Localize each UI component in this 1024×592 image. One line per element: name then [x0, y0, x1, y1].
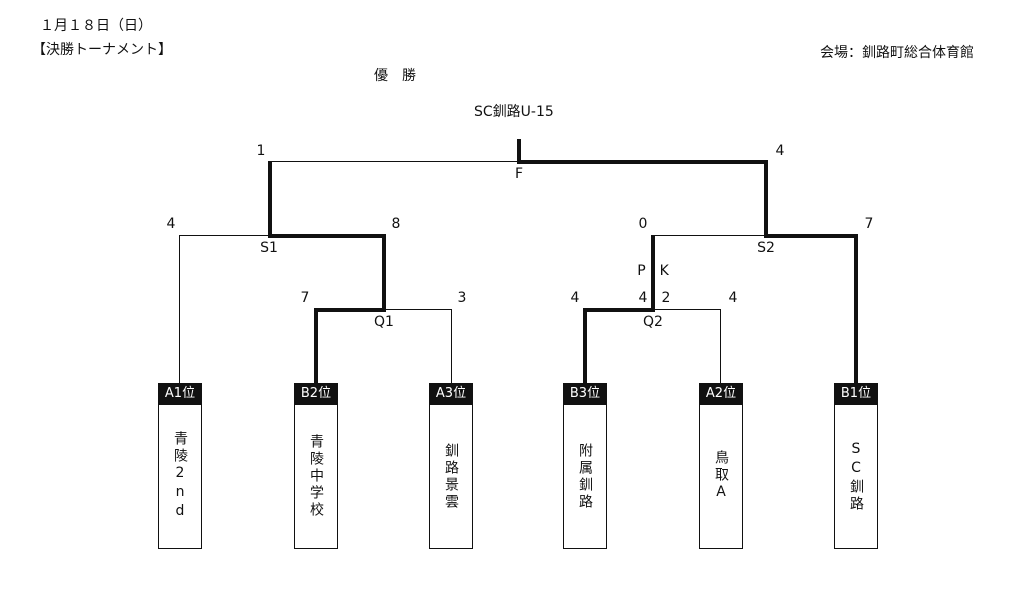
final-right-drop: [764, 160, 768, 237]
team-rank: A2位: [699, 383, 743, 405]
final-right-bar: [517, 160, 768, 164]
final-left-drop: [268, 161, 272, 237]
q1-left-bar: [314, 308, 386, 312]
q2-right-drop: [720, 309, 721, 383]
q1-right-bar: [384, 309, 452, 310]
q1-right-drop: [451, 309, 452, 383]
team-card-b1: B1位 SC釧路: [834, 383, 878, 549]
s2-code: S2: [757, 240, 775, 256]
team-rank: B2位: [294, 383, 338, 405]
champion-label: 優 勝: [374, 68, 416, 84]
team-name: 附属釧路: [577, 442, 593, 511]
final-left-bar: [270, 161, 519, 162]
team-rank: A1位: [158, 383, 202, 405]
q2-score-right: 4: [728, 290, 738, 306]
q2-code: Q2: [643, 314, 663, 330]
s1-right-drop: [382, 234, 386, 311]
champion-team: SC釧路U-15: [474, 104, 554, 120]
team-rank: B3位: [563, 383, 607, 405]
q2-pk-label: P K: [637, 263, 669, 279]
team-card-a1: A1位 青陵2nd: [158, 383, 202, 549]
s1-score-left: 4: [166, 216, 176, 232]
team-card-b3: B3位 附属釧路: [563, 383, 607, 549]
q2-right-bar: [653, 309, 721, 310]
q1-score-left: 7: [300, 290, 310, 306]
s1-score-right: 8: [391, 216, 401, 232]
s1-left-drop: [179, 235, 180, 383]
team-card-b2: B2位 青陵中学校: [294, 383, 338, 549]
team-name: 釧路景雲: [443, 442, 459, 511]
team-name: 青陵中学校: [308, 434, 324, 519]
venue: 会場：釧路町総合体育館: [820, 45, 974, 61]
team-card-a3: A3位 釧路景雲: [429, 383, 473, 549]
q2-pk-right: 2: [661, 290, 671, 306]
q1-score-right: 3: [457, 290, 467, 306]
s2-left-bar: [653, 235, 766, 236]
team-card-a2: A2位 鳥取A: [699, 383, 743, 549]
q2-score-left: 4: [570, 290, 580, 306]
s2-right-bar: [764, 234, 858, 238]
s1-code: S1: [260, 240, 278, 256]
s1-left-bar: [179, 235, 270, 236]
q2-left-bar: [583, 308, 655, 312]
team-rank: B1位: [834, 383, 878, 405]
final-stem: [517, 139, 521, 163]
s2-score-right: 7: [864, 216, 874, 232]
s2-left-drop: [651, 235, 655, 311]
final-score-right: 4: [775, 143, 785, 159]
final-score-left: 1: [256, 143, 266, 159]
team-name: 鳥取A: [713, 450, 729, 503]
q1-code: Q1: [374, 314, 394, 330]
s2-score-left: 0: [638, 216, 648, 232]
s2-right-drop: [854, 234, 858, 383]
match-date: １月１８日（日）: [40, 18, 152, 34]
section-title: 【決勝トーナメント】: [32, 42, 172, 58]
s1-right-bar: [268, 234, 384, 238]
final-code: F: [514, 166, 524, 182]
q1-left-drop: [314, 308, 318, 383]
team-rank: A3位: [429, 383, 473, 405]
q2-pk-left: 4: [638, 290, 648, 306]
team-name: 青陵2nd: [172, 431, 188, 522]
team-name: SC釧路: [848, 440, 864, 513]
q2-left-drop: [583, 308, 587, 383]
